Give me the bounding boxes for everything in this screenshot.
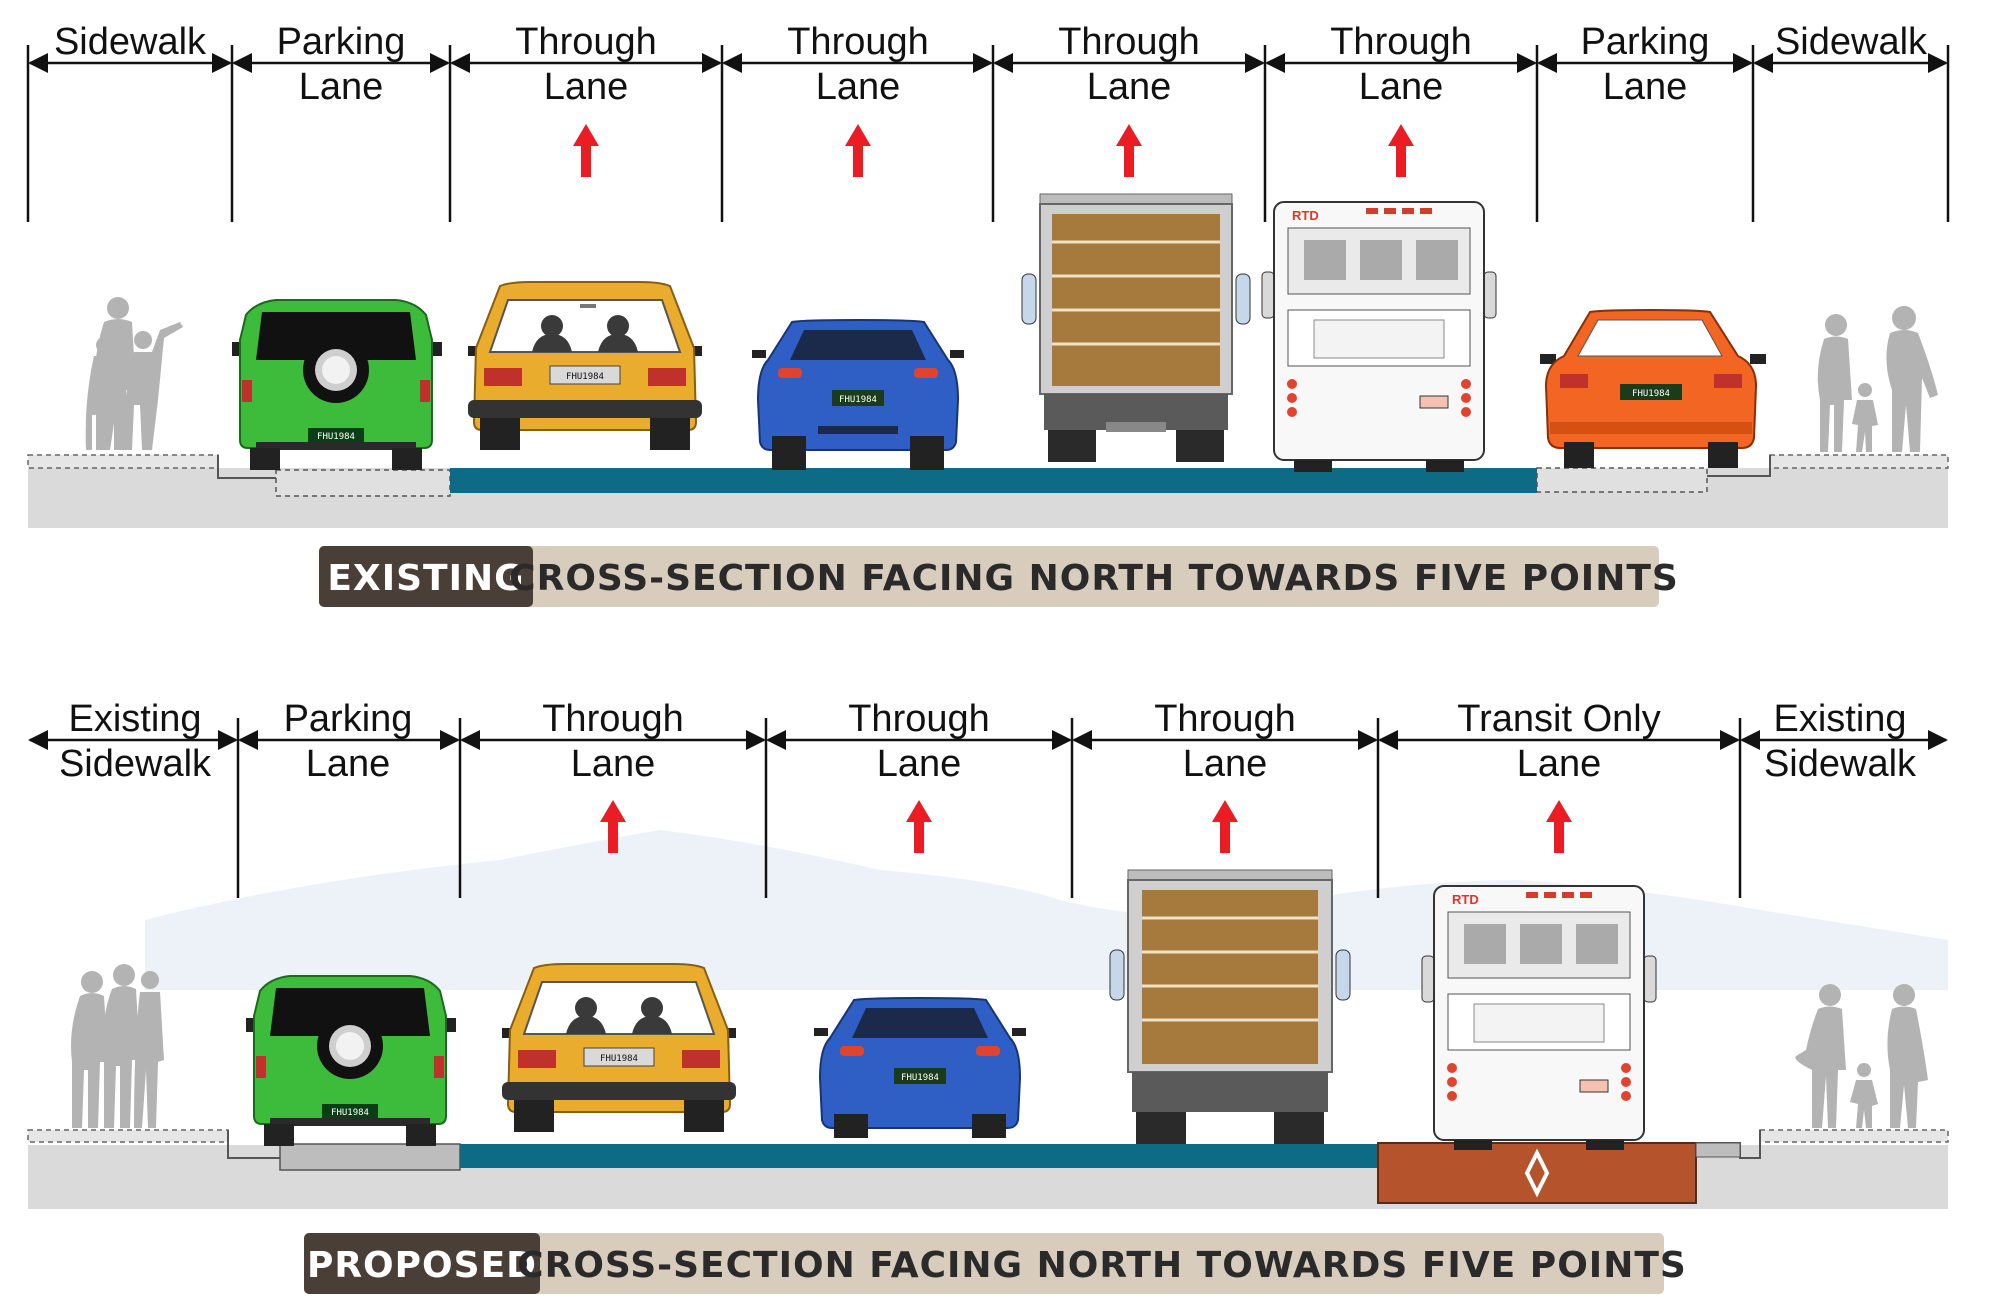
existing-lane-label: Parking	[277, 21, 406, 63]
existing-lane-label: Through	[787, 21, 929, 63]
proposed-lane-label: Parking	[284, 698, 413, 740]
proposed-section: Existing Sidewalk Parking Lane Through L…	[27, 698, 1949, 1294]
pedestrians-icon	[85, 297, 183, 450]
north-arrow-icon	[1546, 800, 1572, 853]
orange-sedan: FHU1984	[1540, 308, 1766, 468]
existing-lane-label: Through	[1058, 21, 1200, 63]
existing-lane-label: Lane	[1603, 66, 1688, 108]
proposed-caption: PROPOSED CROSS-SECTION FACING NORTH TOWA…	[304, 1233, 1687, 1294]
license-plate: FHU1984	[839, 395, 877, 405]
green-suv: FHU1984	[246, 975, 456, 1146]
pedestrians-icon	[71, 964, 164, 1128]
existing-lane-label: Through	[515, 21, 657, 63]
north-arrow-icon	[573, 124, 599, 177]
box-truck	[1021, 193, 1251, 462]
existing-lane-label: Lane	[1087, 66, 1172, 108]
existing-caption: EXISTING CROSS-SECTION FACING NORTH TOWA…	[319, 546, 1679, 607]
existing-lane-label: Lane	[299, 66, 384, 108]
north-arrow-icon	[1212, 800, 1238, 853]
north-arrow-icon	[600, 800, 626, 853]
existing-lane-label: Lane	[1359, 66, 1444, 108]
rtd-bus: RTD	[1261, 201, 1497, 472]
caption-text: CROSS-SECTION FACING NORTH TOWARDS FIVE …	[517, 1245, 1687, 1286]
license-plate: FHU1984	[331, 1108, 369, 1118]
north-arrow-icon	[845, 124, 871, 177]
license-plate: FHU1984	[1632, 389, 1670, 399]
license-plate: FHU1984	[566, 372, 604, 382]
bus-logo: RTD	[1292, 208, 1319, 223]
existing-direction-arrows	[573, 124, 1414, 177]
existing-lane-label: Through	[1330, 21, 1472, 63]
license-plate: FHU1984	[317, 432, 355, 442]
pedestrians-icon	[1795, 984, 1928, 1128]
license-plate: FHU1984	[600, 1054, 638, 1064]
proposed-lane-label: Sidewalk	[1764, 743, 1917, 785]
rtd-bus: RTD	[1421, 885, 1657, 1150]
existing-dimension-lines	[26, 45, 1950, 222]
existing-pavement	[27, 454, 1949, 528]
proposed-lane-label: Lane	[877, 743, 962, 785]
proposed-lane-label: Through	[848, 698, 990, 740]
existing-lane-label: Lane	[816, 66, 901, 108]
existing-lane-label: Parking	[1581, 21, 1710, 63]
north-arrow-icon	[906, 800, 932, 853]
bus-logo: RTD	[1452, 892, 1479, 907]
caption-tag: EXISTING	[327, 558, 524, 599]
proposed-lane-label: Through	[1154, 698, 1296, 740]
existing-lane-label: Sidewalk	[54, 21, 207, 63]
yellow-taxi: FHU1984	[468, 281, 702, 450]
proposed-lane-label: Existing	[68, 698, 201, 740]
existing-lane-label: Lane	[544, 66, 629, 108]
proposed-lane-label: Through	[542, 698, 684, 740]
proposed-lane-label: Lane	[306, 743, 391, 785]
north-arrow-icon	[1388, 124, 1414, 177]
blue-sports-car: FHU1984	[752, 318, 964, 470]
caption-tag: PROPOSED	[307, 1245, 537, 1286]
proposed-lane-label: Existing	[1773, 698, 1906, 740]
skyline-background	[145, 830, 1948, 990]
diamond-lane-icon	[1524, 1148, 1550, 1198]
proposed-lane-label: Sidewalk	[59, 743, 212, 785]
green-suv: FHU1984	[232, 299, 442, 470]
box-truck	[1109, 869, 1351, 1144]
proposed-direction-arrows	[600, 800, 1572, 853]
existing-section: Sidewalk Parking Lane Through Lane Throu…	[26, 21, 1950, 607]
pedestrians-icon	[1817, 306, 1938, 452]
proposed-lane-label: Lane	[571, 743, 656, 785]
proposed-lane-label: Lane	[1517, 743, 1602, 785]
proposed-lane-label: Transit Only	[1457, 698, 1660, 740]
license-plate: FHU1984	[901, 1073, 939, 1083]
blue-sports-car: FHU1984	[814, 996, 1026, 1138]
caption-text: CROSS-SECTION FACING NORTH TOWARDS FIVE …	[509, 558, 1679, 599]
existing-lane-label: Sidewalk	[1775, 21, 1928, 63]
proposed-pavement	[27, 1129, 1949, 1209]
proposed-lane-label: Lane	[1183, 743, 1268, 785]
north-arrow-icon	[1116, 124, 1142, 177]
yellow-taxi: FHU1984	[502, 963, 736, 1132]
